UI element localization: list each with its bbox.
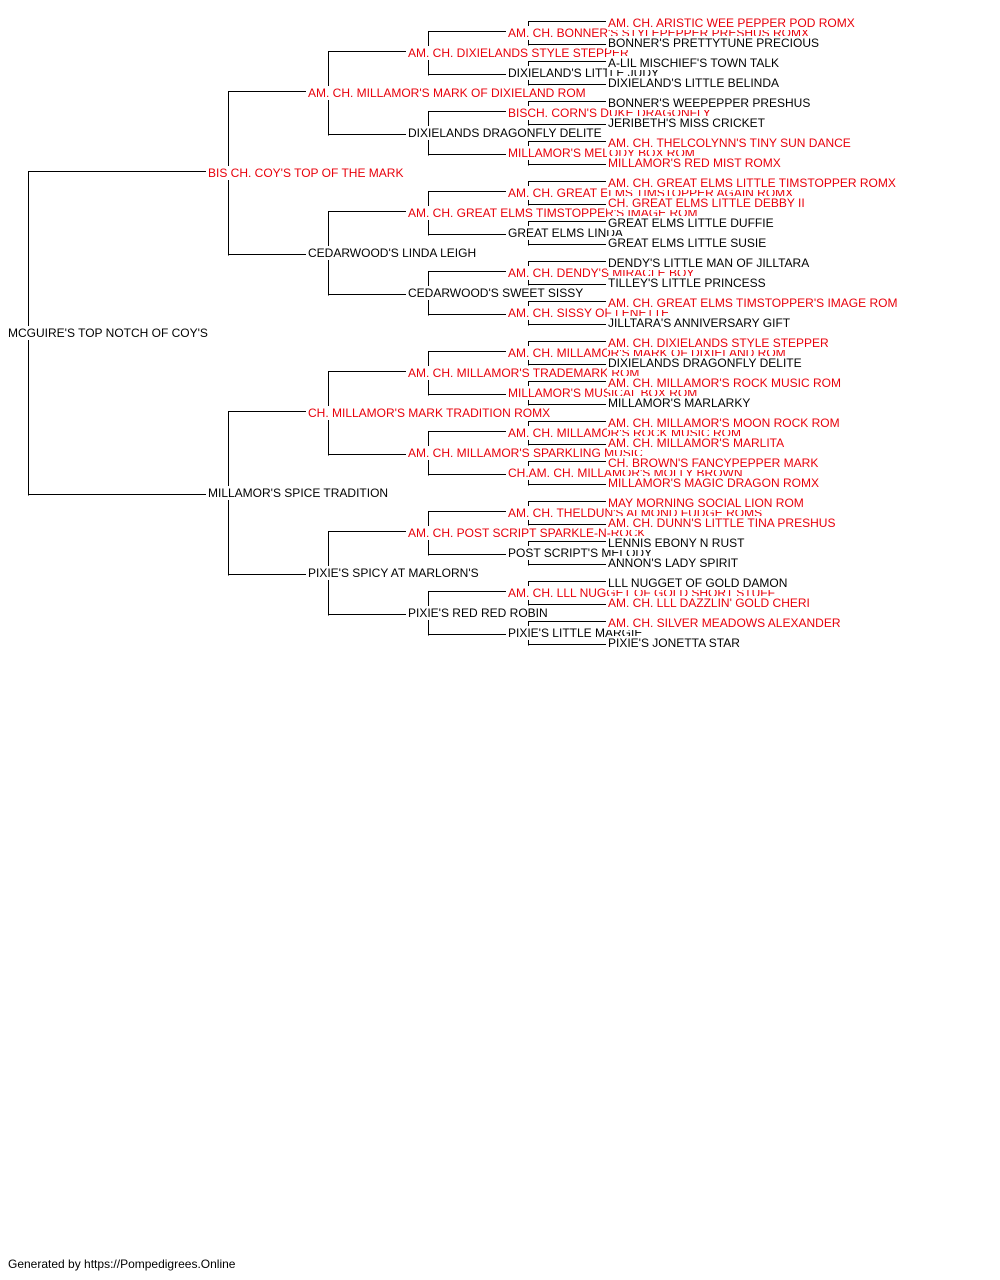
pedigree-entry-gen3: AM. CH. POST SCRIPT SPARKLE-N-ROCK — [407, 526, 647, 540]
pedigree-entry-gen3: DIXIELANDS DRAGONFLY DELITE — [407, 126, 603, 140]
pedigree-entry-gen5: AM. CH. DUNN'S LITTLE TINA PRESHUS — [607, 516, 837, 530]
pedigree-entry-gen5: AM. CH. THELCOLYNN'S TINY SUN DANCE — [607, 136, 852, 150]
pedigree-entry-gen5: BONNER'S PRETTYTUNE PRECIOUS — [607, 36, 820, 50]
pedigree-entry-gen5: LENNIS EBONY N RUST — [607, 536, 746, 550]
pedigree-entry-gen5: BONNER'S WEEPEPPER PRESHUS — [607, 96, 812, 110]
pedigree-entry-gen5: MILLAMOR'S MAGIC DRAGON ROMX — [607, 476, 820, 490]
pedigree-entry-gen5: LLL NUGGET OF GOLD DAMON — [607, 576, 789, 590]
pedigree-entry-gen3: CEDARWOOD'S SWEET SISSY — [407, 286, 585, 300]
pedigree-entry-gen5: GREAT ELMS LITTLE SUSIE — [607, 236, 768, 250]
pedigree-entry-gen5: AM. CH. LLL DAZZLIN' GOLD CHERI — [607, 596, 811, 610]
pedigree-entry-gen5: AM. CH. MILLAMOR'S MOON ROCK ROM — [607, 416, 841, 430]
pedigree-entry-gen0: MCGUIRE'S TOP NOTCH OF COY'S — [7, 326, 209, 340]
pedigree-entry-gen5: AM. CH. MILLAMOR'S ROCK MUSIC ROM — [607, 376, 842, 390]
pedigree-entry-gen5: A-LIL MISCHIEF'S TOWN TALK — [607, 56, 780, 70]
pedigree-entry-gen5: CH. BROWN'S FANCYPEPPER MARK — [607, 456, 820, 470]
pedigree-entry-gen5: JERIBETH'S MISS CRICKET — [607, 116, 766, 130]
pedigree-entry-gen5: DENDY'S LITTLE MAN OF JILLTARA — [607, 256, 811, 270]
generated-by-footer: Generated by https://Pompedigrees.Online — [8, 1257, 236, 1271]
pedigree-entry-gen5: CH. GREAT ELMS LITTLE DEBBY II — [607, 196, 806, 210]
pedigree-entry-gen5: PIXIE'S JONETTA STAR — [607, 636, 741, 650]
pedigree-entry-gen5: AM. CH. GREAT ELMS TIMSTOPPER'S IMAGE RO… — [607, 296, 899, 310]
pedigree-entry-gen2: CH. MILLAMOR'S MARK TRADITION ROMX — [307, 406, 552, 420]
pedigree-entry-gen5: JILLTARA'S ANNIVERSARY GIFT — [607, 316, 792, 330]
pedigree-entry-gen1: MILLAMOR'S SPICE TRADITION — [207, 486, 390, 500]
pedigree-entry-gen3: AM. CH. MILLAMOR'S SPARKLING MUSIC — [407, 446, 644, 460]
pedigree-entry-gen5: AM. CH. ARISTIC WEE PEPPER POD ROMX — [607, 16, 856, 30]
pedigree-entry-gen2: CEDARWOOD'S LINDA LEIGH — [307, 246, 478, 260]
pedigree-entry-gen4: GREAT ELMS LINDA — [507, 226, 624, 240]
pedigree-entry-gen5: DIXIELAND'S LITTLE BELINDA — [607, 76, 781, 90]
pedigree-entry-gen5: AM. CH. MILLAMOR'S MARLITA — [607, 436, 786, 450]
pedigree-entry-gen5: MAY MORNING SOCIAL LION ROM — [607, 496, 805, 510]
pedigree-entry-gen5: DIXIELANDS DRAGONFLY DELITE — [607, 356, 803, 370]
pedigree-entry-gen5: GREAT ELMS LITTLE DUFFIE — [607, 216, 775, 230]
pedigree-entry-gen3: AM. CH. MILLAMOR'S TRADEMARK ROM — [407, 366, 641, 380]
pedigree-entry-gen5: AM. CH. DIXIELANDS STYLE STEPPER — [607, 336, 830, 350]
pedigree-entry-gen3: PIXIE'S RED RED ROBIN — [407, 606, 549, 620]
pedigree-entry-gen3: AM. CH. DIXIELANDS STYLE STEPPER — [407, 46, 630, 60]
pedigree-entry-gen2: PIXIE'S SPICY AT MARLORN'S — [307, 566, 480, 580]
pedigree-entry-gen5: MILLAMOR'S MARLARKY — [607, 396, 752, 410]
pedigree-entry-gen5: AM. CH. SILVER MEADOWS ALEXANDER — [607, 616, 842, 630]
pedigree-entry-gen5: ANNON'S LADY SPIRIT — [607, 556, 740, 570]
pedigree-entry-gen5: AM. CH. GREAT ELMS LITTLE TIMSTOPPER ROM… — [607, 176, 897, 190]
pedigree-entry-gen2: AM. CH. MILLAMOR'S MARK OF DIXIELAND ROM — [307, 86, 587, 100]
pedigree-entry-gen5: MILLAMOR'S RED MIST ROMX — [607, 156, 782, 170]
pedigree-entry-gen5: TILLEY'S LITTLE PRINCESS — [607, 276, 767, 290]
pedigree-entry-gen1: BIS CH. COY'S TOP OF THE MARK — [207, 166, 405, 180]
